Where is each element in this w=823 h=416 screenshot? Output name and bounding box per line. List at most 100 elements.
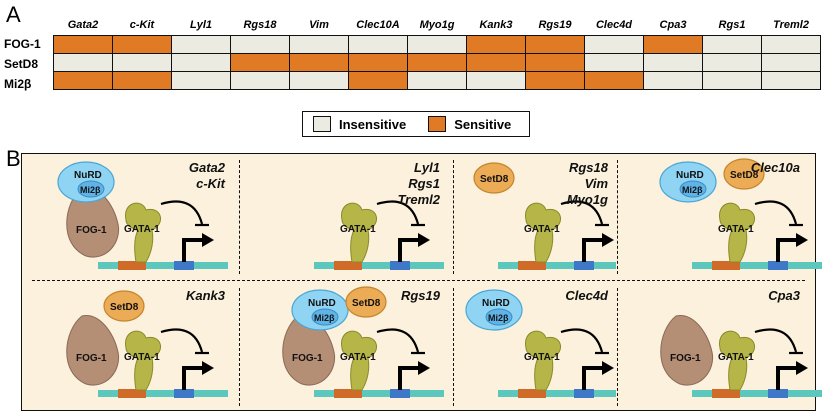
promoter-site [174,389,194,398]
gene-name: Kank3 [185,288,225,303]
gene-header: Rgs18 [243,19,277,31]
gene-header: c-Kit [129,19,155,31]
promoter-site [390,389,410,398]
insensitive-cell [702,53,762,72]
insensitive-swatch [313,116,331,132]
svg-text:GATA-1: GATA-1 [718,224,754,235]
promoter-site [174,261,194,270]
sensitive-cell [525,71,585,90]
insensitive-cell [289,35,349,54]
insensitive-cell [407,71,467,90]
gata-binding-site [518,389,546,398]
gata-binding-site [712,261,740,270]
svg-text:SetD8: SetD8 [480,174,509,185]
gene-header: Lyl1 [189,19,212,31]
svg-text:GATA-1: GATA-1 [340,224,376,235]
transcription-arrow-icon [582,366,604,390]
svg-text:FOG-1: FOG-1 [670,353,701,364]
dna-strand [98,262,228,269]
gene-list: Rgs19 [401,288,440,304]
gene-list: Clec4d [565,288,608,304]
gata1-protein [125,330,161,391]
divider [617,288,618,406]
repression-arc-icon [754,328,798,353]
gene-name: Vim [584,176,608,191]
setd8-protein [723,158,765,190]
insensitive-cell [702,35,762,54]
divider [617,160,618,274]
gata1-protein [341,202,377,263]
transcription-arrow-icon [398,238,420,262]
sensitive-cell [466,35,526,54]
promoter-site [574,261,594,270]
sensitive-cell [53,71,113,90]
insensitive-cell [643,71,703,90]
sensitive-cell [407,53,467,72]
gene-header: Gata2 [67,19,99,31]
dna-strand [98,390,228,397]
mechanism-cell: GATA-1 [242,158,452,286]
svg-text:SetD8: SetD8 [352,298,381,309]
gene-header: Vim [309,19,329,31]
insensitive-cell [407,35,467,54]
sensitive-cell [525,35,585,54]
svg-text:NuRD: NuRD [482,298,510,309]
gene-name: Rgs18 [568,160,608,175]
mi2-subunit [311,308,339,326]
mi2-subunit [485,308,513,326]
gata1-protein [525,202,561,263]
gene-name: Cpa3 [768,288,800,303]
transcription-arrow-icon [182,366,204,390]
fog1-protein [66,315,120,386]
svg-text:NuRD: NuRD [676,170,704,181]
gene-name: Myo1g [566,192,608,207]
gata-binding-site [118,261,146,270]
repression-arc-icon [560,200,604,225]
gene-name: Rgs19 [400,288,440,303]
promoter-site [768,261,788,270]
insensitive-cell [53,53,113,72]
insensitive-cell [466,71,526,90]
insensitive-cell [348,35,408,54]
panel-b-letter: B [6,146,21,171]
insensitive-cell [112,53,172,72]
promoter-site [574,389,594,398]
divider [453,160,454,274]
gata-binding-site [518,261,546,270]
gene-list: Kank3 [186,288,225,304]
sensitive-swatch [428,116,447,132]
sensitive-cell [643,35,703,54]
promoter-site [390,261,410,270]
gene-header: Myo1g [419,19,455,31]
gene-header: Clec4d [595,19,633,31]
insensitive-cell [230,35,290,54]
table-row [53,35,821,54]
row-label: FOG-1 [4,37,41,51]
sensitive-cell [112,35,172,54]
sensitive-cell [112,71,172,90]
mechanism-diagram: GATA-1 [314,200,444,270]
gene-header: Treml2 [773,19,809,31]
gene-header: Cpa3 [659,19,687,31]
gene-name: Clec10a [750,160,800,175]
table-row [53,53,821,72]
sensitive-cell [348,71,408,90]
dna-strand [498,262,616,269]
divider [239,160,240,274]
gata1-protein [525,330,561,391]
mi2-subunit [77,180,105,198]
dna-strand [498,390,616,397]
